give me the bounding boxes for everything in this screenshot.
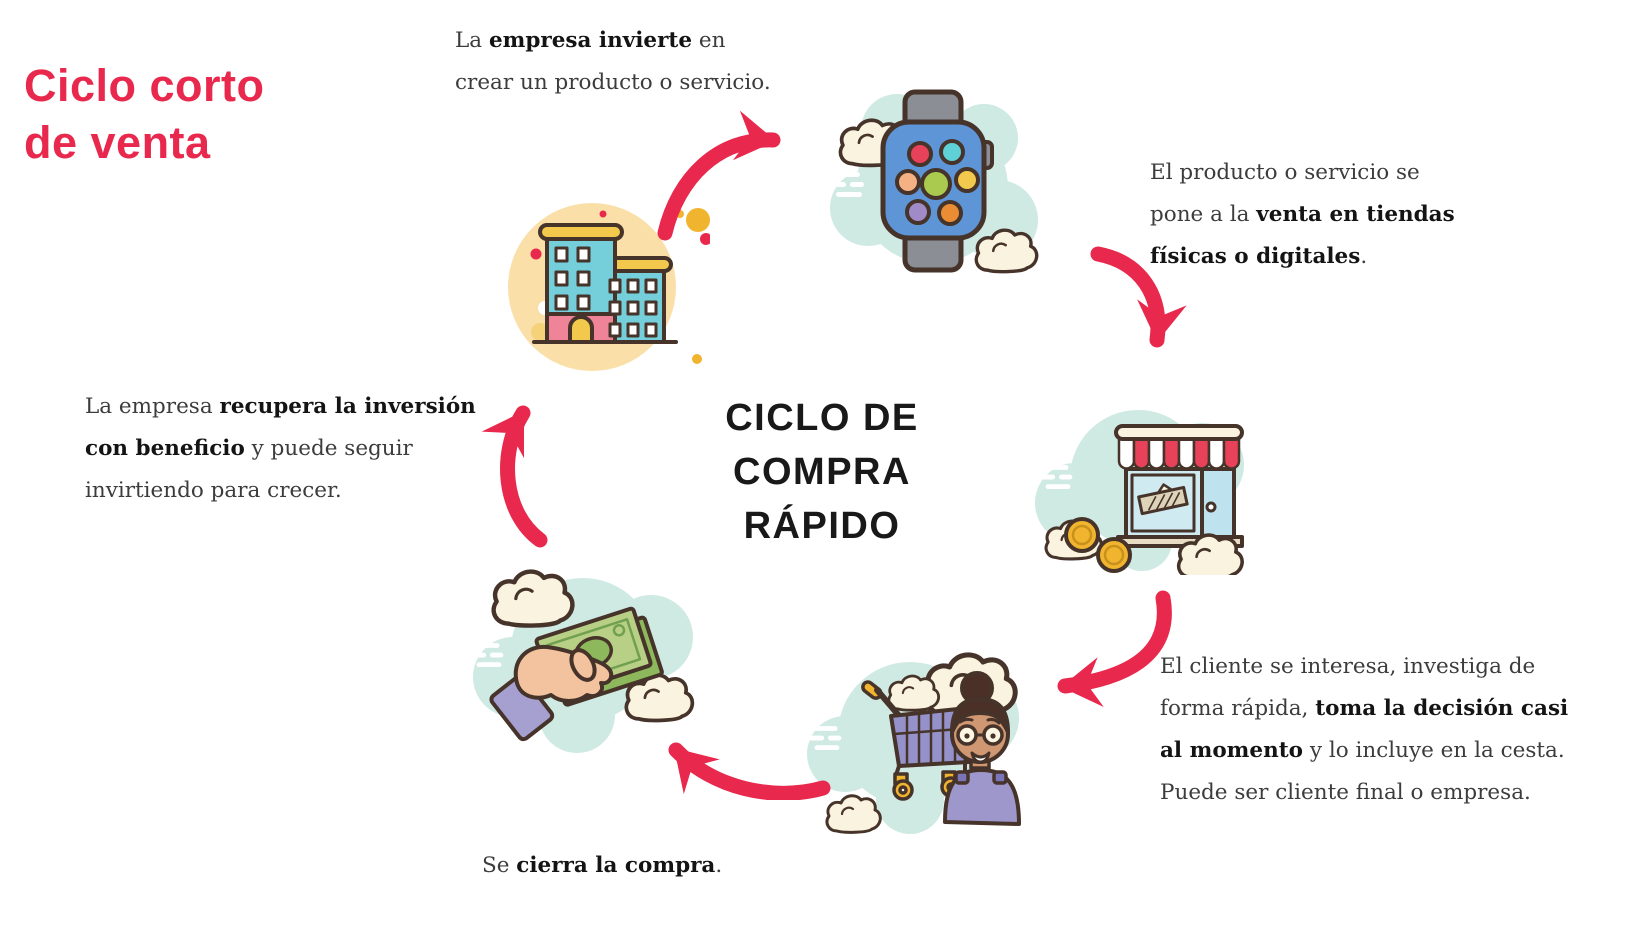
note-interest-pre: El cliente se interesa, investiga de for…	[1160, 654, 1536, 721]
customer-avatar	[943, 671, 1021, 826]
buildings-icon	[508, 203, 710, 371]
note-invest-bold: empresa invierte	[488, 28, 693, 53]
note-recover-pre: La empresa	[85, 394, 220, 419]
center-title-line2: COMPRA	[733, 450, 911, 493]
arrow-customer-to-close-icon	[656, 730, 831, 800]
arrow-store-to-customer-icon	[1057, 590, 1172, 712]
note-invest-post: en crear un producto o servicio.	[455, 28, 771, 95]
note-close-bold: cierra la compra	[516, 853, 716, 878]
note-interest: El cliente se interesa, investiga de for…	[1160, 646, 1580, 814]
smartwatch-icon	[826, 89, 1039, 274]
note-invest-pre: La	[455, 28, 489, 53]
customer-cart-icon	[805, 622, 1021, 834]
page-title-line2: de venta	[24, 116, 211, 168]
note-invest: La empresa invierte en crear un producto…	[455, 20, 790, 104]
note-close-post: .	[715, 853, 723, 878]
note-close: Se cierra la compra.	[482, 845, 722, 887]
storefront-icon	[1035, 410, 1244, 575]
center-title-line3: RÁPIDO	[743, 504, 901, 547]
page-title-line1: Ciclo corto	[24, 60, 265, 111]
arrow-product-to-store-icon	[1090, 246, 1187, 348]
note-sale-bold: venta en tiendas físicas o digitales	[1150, 202, 1455, 269]
note-sale: El producto o servicio se pone a la vent…	[1150, 152, 1475, 278]
note-recover-bold: recupera la inversión con beneficio	[85, 394, 476, 461]
hand	[489, 644, 614, 742]
center-title-line1: CICLO DE	[725, 397, 919, 439]
note-interest-bold: toma la decisión casi al momento	[1160, 696, 1569, 763]
note-close-pre: Se	[482, 853, 517, 878]
hand-money-icon	[467, 545, 695, 753]
note-recover-post: y puede seguir invirtiendo para crecer.	[85, 436, 413, 503]
note-sale-pre: El producto o servicio se pone a la	[1150, 160, 1420, 227]
note-interest-post: y lo incluye en la cesta. Puede ser clie…	[1160, 738, 1565, 805]
arrow-close-to-recover-icon	[481, 397, 548, 548]
cycle-center-title: CICLO DE COMPRA RÁPIDO	[662, 392, 982, 554]
page-title: Ciclo corto de venta	[24, 58, 324, 171]
arrow-invest-to-product-icon	[657, 110, 781, 241]
note-recover: La empresa recupera la inversión con ben…	[85, 386, 485, 512]
note-sale-post: .	[1360, 244, 1368, 269]
